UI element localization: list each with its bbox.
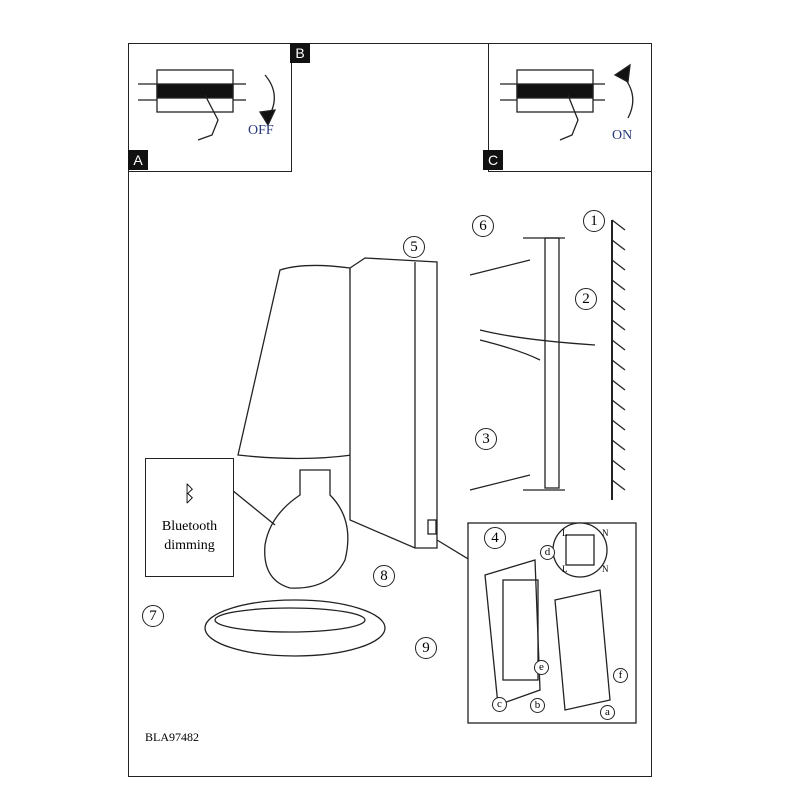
bluetooth-icon: ᛒ <box>182 481 197 506</box>
wiring-label-a: a <box>600 705 615 720</box>
step-6: 6 <box>472 215 494 237</box>
panel-b-tag: B <box>290 43 310 63</box>
bulb <box>264 469 349 589</box>
panel-a-power-off <box>128 43 292 172</box>
off-label: OFF <box>248 123 274 138</box>
panel-c-power-on <box>488 43 652 172</box>
terminal-l-top: L <box>562 528 568 538</box>
terminal-l-bottom: L <box>562 564 568 574</box>
step-3: 3 <box>475 428 497 450</box>
step-9: 9 <box>415 637 437 659</box>
bluetooth-callout: ᛒ Bluetooth dimming <box>145 458 234 577</box>
wiring-label-c: c <box>492 697 507 712</box>
wiring-label-d: d <box>540 545 555 560</box>
step-7: 7 <box>142 605 164 627</box>
step-5: 5 <box>403 236 425 258</box>
glass-cover <box>204 599 386 657</box>
on-label: ON <box>612 128 633 143</box>
step-2: 2 <box>575 288 597 310</box>
panel-c-tag: C <box>483 150 503 170</box>
dimming-label: dimming <box>164 538 215 553</box>
terminal-n-top: N <box>602 528 609 538</box>
terminal-n-bottom: N <box>602 564 609 574</box>
wiring-label-e: e <box>534 660 549 675</box>
step-4: 4 <box>484 527 506 549</box>
junction-box-inset <box>467 522 637 724</box>
step-1: 1 <box>583 210 605 232</box>
step-8: 8 <box>373 565 395 587</box>
lamp-shade <box>237 264 353 460</box>
model-code: BLA97482 <box>145 730 199 744</box>
lamp-body <box>349 257 438 549</box>
bluetooth-label: Bluetooth <box>161 519 218 534</box>
panel-a-tag: A <box>128 150 148 170</box>
wiring-label-b: b <box>530 698 545 713</box>
wiring-label-f: f <box>613 668 628 683</box>
instruction-frame <box>128 43 652 777</box>
mounting-bracket <box>469 219 626 500</box>
